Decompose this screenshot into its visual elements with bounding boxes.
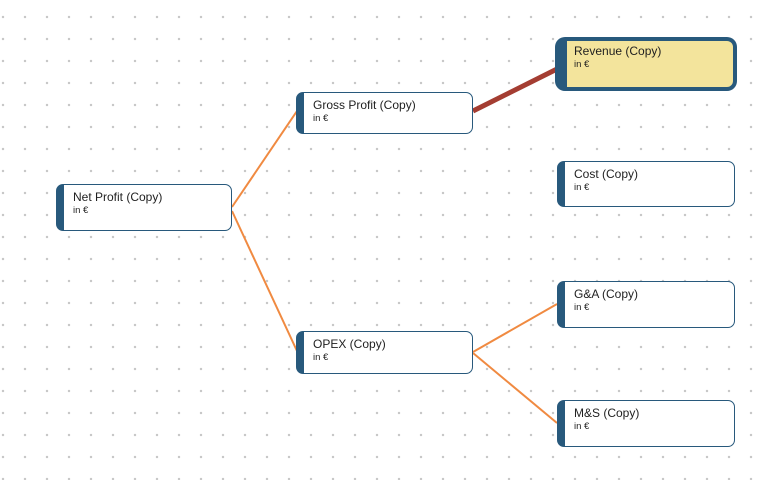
- node-subtitle: in €: [313, 113, 329, 124]
- edge-net-profit-to-opex[interactable]: [231, 210, 298, 352]
- node-ms[interactable]: M&S (Copy) in €: [557, 400, 735, 447]
- node-title: G&A (Copy): [574, 287, 639, 301]
- node-subtitle: in €: [574, 421, 590, 432]
- edge-net-profit-to-gross-profit[interactable]: [231, 110, 298, 208]
- node-revenue[interactable]: Revenue (Copy) in €: [555, 37, 737, 91]
- node-subtitle: in €: [574, 182, 590, 193]
- node-subtitle: in €: [313, 352, 329, 363]
- node-subtitle: in €: [73, 205, 89, 216]
- node-gross-profit[interactable]: Gross Profit (Copy) in €: [296, 92, 473, 134]
- node-title: OPEX (Copy): [313, 337, 386, 351]
- edge-gross-profit-to-revenue[interactable]: [471, 66, 559, 114]
- node-title: Net Profit (Copy): [73, 190, 163, 204]
- node-cost[interactable]: Cost (Copy) in €: [557, 161, 735, 207]
- edge-opex-to-ms[interactable]: [472, 352, 558, 424]
- node-title: M&S (Copy): [574, 406, 640, 420]
- node-subtitle: in €: [574, 302, 590, 313]
- node-net-profit[interactable]: Net Profit (Copy) in €: [56, 184, 232, 231]
- node-title: Gross Profit (Copy): [313, 98, 416, 112]
- node-ga[interactable]: G&A (Copy) in €: [557, 281, 735, 328]
- node-opex[interactable]: OPEX (Copy) in €: [296, 331, 473, 374]
- node-title: Cost (Copy): [574, 167, 639, 181]
- edge-opex-to-ga[interactable]: [472, 303, 558, 353]
- node-subtitle: in €: [574, 59, 590, 70]
- node-title: Revenue (Copy): [574, 44, 662, 58]
